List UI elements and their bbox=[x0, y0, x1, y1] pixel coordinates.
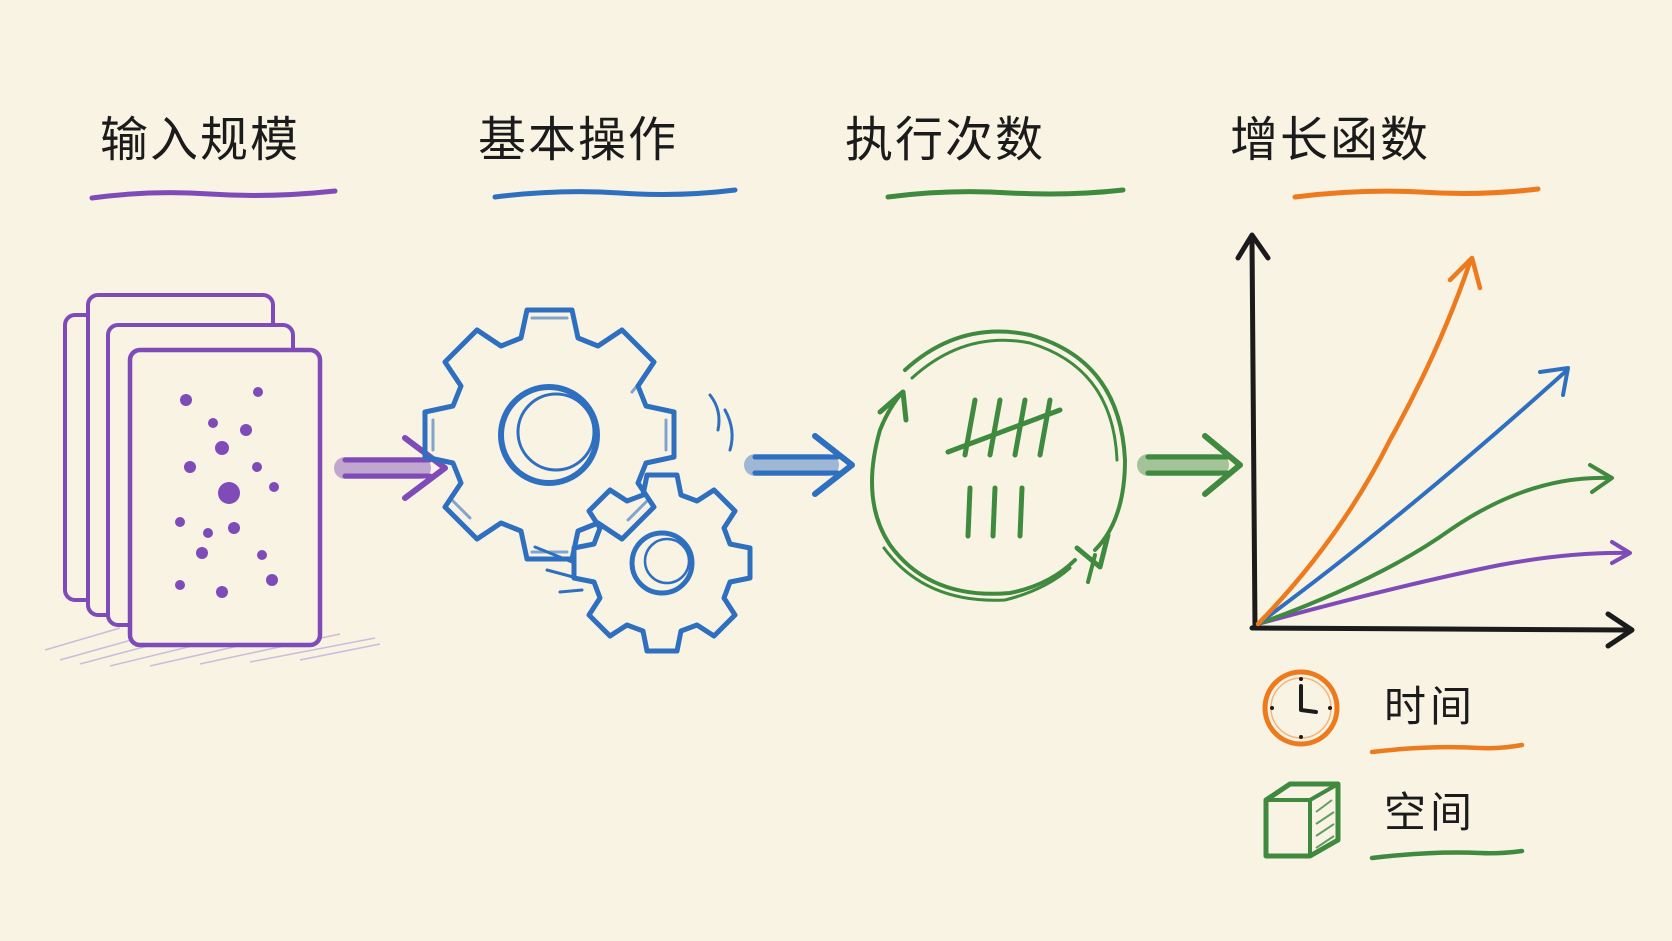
x-axis bbox=[1249, 625, 1631, 633]
arrow-input-to-operation bbox=[334, 435, 448, 501]
curve-green bbox=[1256, 475, 1612, 626]
underline-space bbox=[1369, 848, 1525, 861]
heading-growth-function: 增长函数 bbox=[1229, 112, 1430, 168]
underline-growth-function bbox=[1292, 186, 1541, 200]
gear-motion-lines bbox=[533, 393, 734, 594]
tally-marks-icon bbox=[945, 397, 1063, 539]
heading-execution-count: 执行次数 bbox=[844, 112, 1045, 168]
cycle-arrowhead-top bbox=[877, 389, 909, 423]
curve-blue bbox=[1256, 370, 1567, 626]
cycle-arrowhead-bottom bbox=[1074, 532, 1111, 570]
gear-small-icon bbox=[571, 472, 753, 654]
heading-input-size: 输入规模 bbox=[99, 112, 300, 168]
cube-icon bbox=[1263, 781, 1341, 859]
stacked-cards-icon bbox=[44, 293, 381, 667]
underline-execution-count bbox=[885, 187, 1126, 200]
clock-icon bbox=[1262, 669, 1340, 747]
cycle-loop-icon bbox=[870, 329, 1127, 602]
arrow-count-to-growth bbox=[1137, 433, 1243, 497]
underline-input-size bbox=[89, 188, 338, 201]
underline-time bbox=[1369, 742, 1525, 755]
heading-basic-operation: 基本操作 bbox=[477, 112, 678, 168]
underline-basic-operation bbox=[492, 187, 738, 200]
arrow-operation-to-count bbox=[744, 433, 855, 497]
growth-chart bbox=[1235, 232, 1635, 649]
legend-label-time: 时间 bbox=[1384, 682, 1477, 731]
card-dots bbox=[175, 387, 279, 598]
y-axis-arrowhead bbox=[1235, 232, 1271, 261]
gear-large-icon bbox=[422, 307, 677, 562]
y-axis bbox=[1249, 237, 1258, 631]
curve-purple bbox=[1256, 550, 1630, 626]
x-axis-arrowhead bbox=[1605, 611, 1635, 649]
curve-orange bbox=[1255, 259, 1473, 627]
legend-label-space: 空间 bbox=[1384, 788, 1477, 837]
